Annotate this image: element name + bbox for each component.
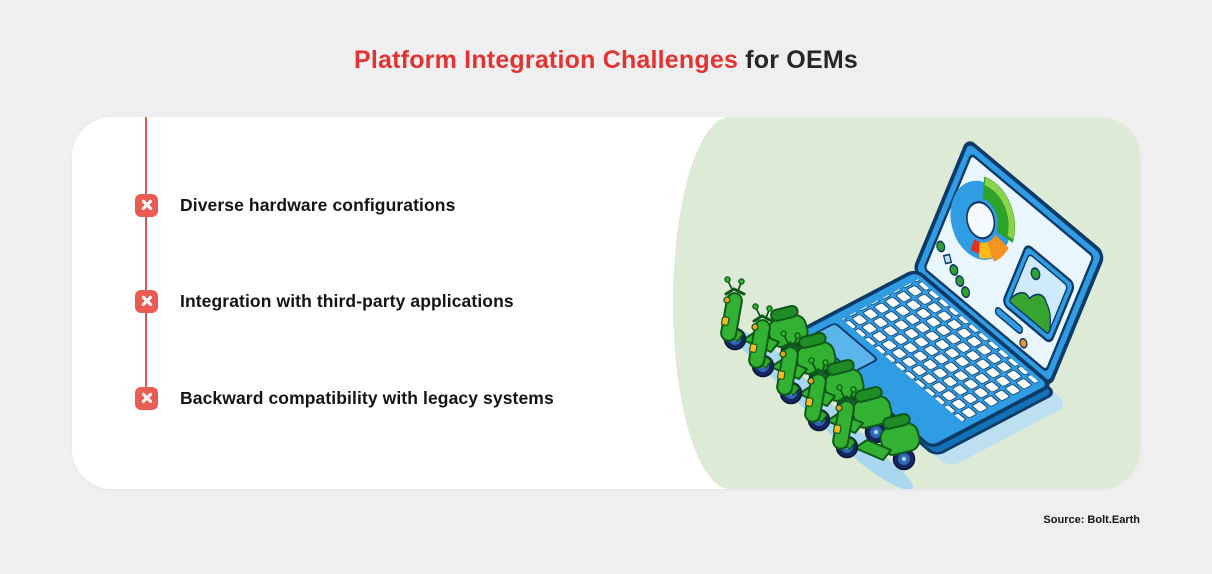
source-attribution: Source: Bolt.Earth	[1043, 514, 1140, 526]
list-item-label: Backward compatibility with legacy syste…	[180, 387, 554, 408]
donut-chart	[950, 176, 1016, 262]
laptop-scooters-illustration	[718, 141, 1104, 489]
list-item: Diverse hardware configurations	[135, 193, 455, 217]
page-title: Platform Integration Challenges for OEMs	[0, 46, 1212, 75]
laptop-keyboard	[797, 270, 1050, 447]
list-item-label: Diverse hardware configurations	[180, 194, 456, 215]
image-placeholder	[1003, 245, 1075, 343]
x-cross-icon	[135, 386, 158, 410]
screen-dots	[936, 240, 971, 299]
x-cross-icon	[135, 193, 158, 217]
page-title-highlight: Platform Integration Challenges	[354, 46, 739, 74]
timeline-line	[145, 117, 147, 389]
list-item: Backward compatibility with legacy syste…	[135, 386, 554, 410]
list-item-label: Integration with third-party application…	[180, 290, 514, 311]
content-card: Diverse hardware configurations Integrat…	[72, 117, 1140, 489]
page-title-rest: for OEMs	[738, 46, 858, 74]
list-item: Integration with third-party application…	[135, 289, 514, 313]
laptop-screen	[914, 141, 1104, 384]
x-cross-icon	[135, 289, 158, 313]
